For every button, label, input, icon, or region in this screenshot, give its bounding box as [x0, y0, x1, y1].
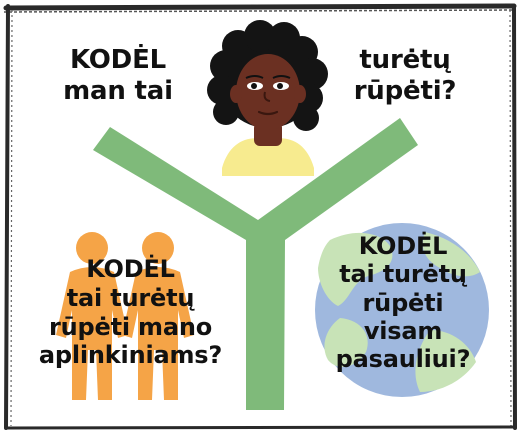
question-top-left: KODĖL man tai	[58, 45, 178, 106]
question-bottom-left-line3: rūpėti mano	[48, 312, 212, 341]
question-bottom-left-line4: aplinkiniams?	[38, 341, 223, 370]
question-top-right: turėtų rūpėti?	[350, 45, 460, 106]
question-bottom-right-line4: visam	[363, 316, 443, 345]
question-bottom-right-line5: pasauliui?	[335, 345, 471, 374]
question-top-right-line1: turėtų	[359, 45, 451, 75]
person-right-figure	[122, 232, 194, 400]
question-bottom-left-line2: tai turėtų	[66, 283, 195, 312]
question-top-right-line2: rūpėti?	[353, 75, 457, 106]
question-bottom-right: KODĖL tai turėtų rūpėti visam pasauliui?	[318, 232, 488, 374]
two-people-icon	[56, 232, 194, 400]
question-bottom-right-line3: rūpėti	[362, 288, 444, 317]
question-bottom-right-line2: tai turėtų	[339, 260, 467, 289]
question-top-left-line2: man tai	[63, 75, 173, 106]
question-bottom-right-line1: KODĖL	[358, 232, 448, 260]
woman-face-icon	[207, 20, 328, 176]
question-bottom-left: KODĖL tai turėtų rūpėti mano aplinkiniam…	[18, 255, 243, 370]
y-branch-shape	[93, 118, 418, 410]
globe-icon	[315, 223, 489, 397]
question-top-left-line1: KODĖL	[70, 45, 166, 75]
person-left-figure	[56, 232, 128, 400]
question-bottom-left-line1: KODĖL	[86, 255, 175, 283]
